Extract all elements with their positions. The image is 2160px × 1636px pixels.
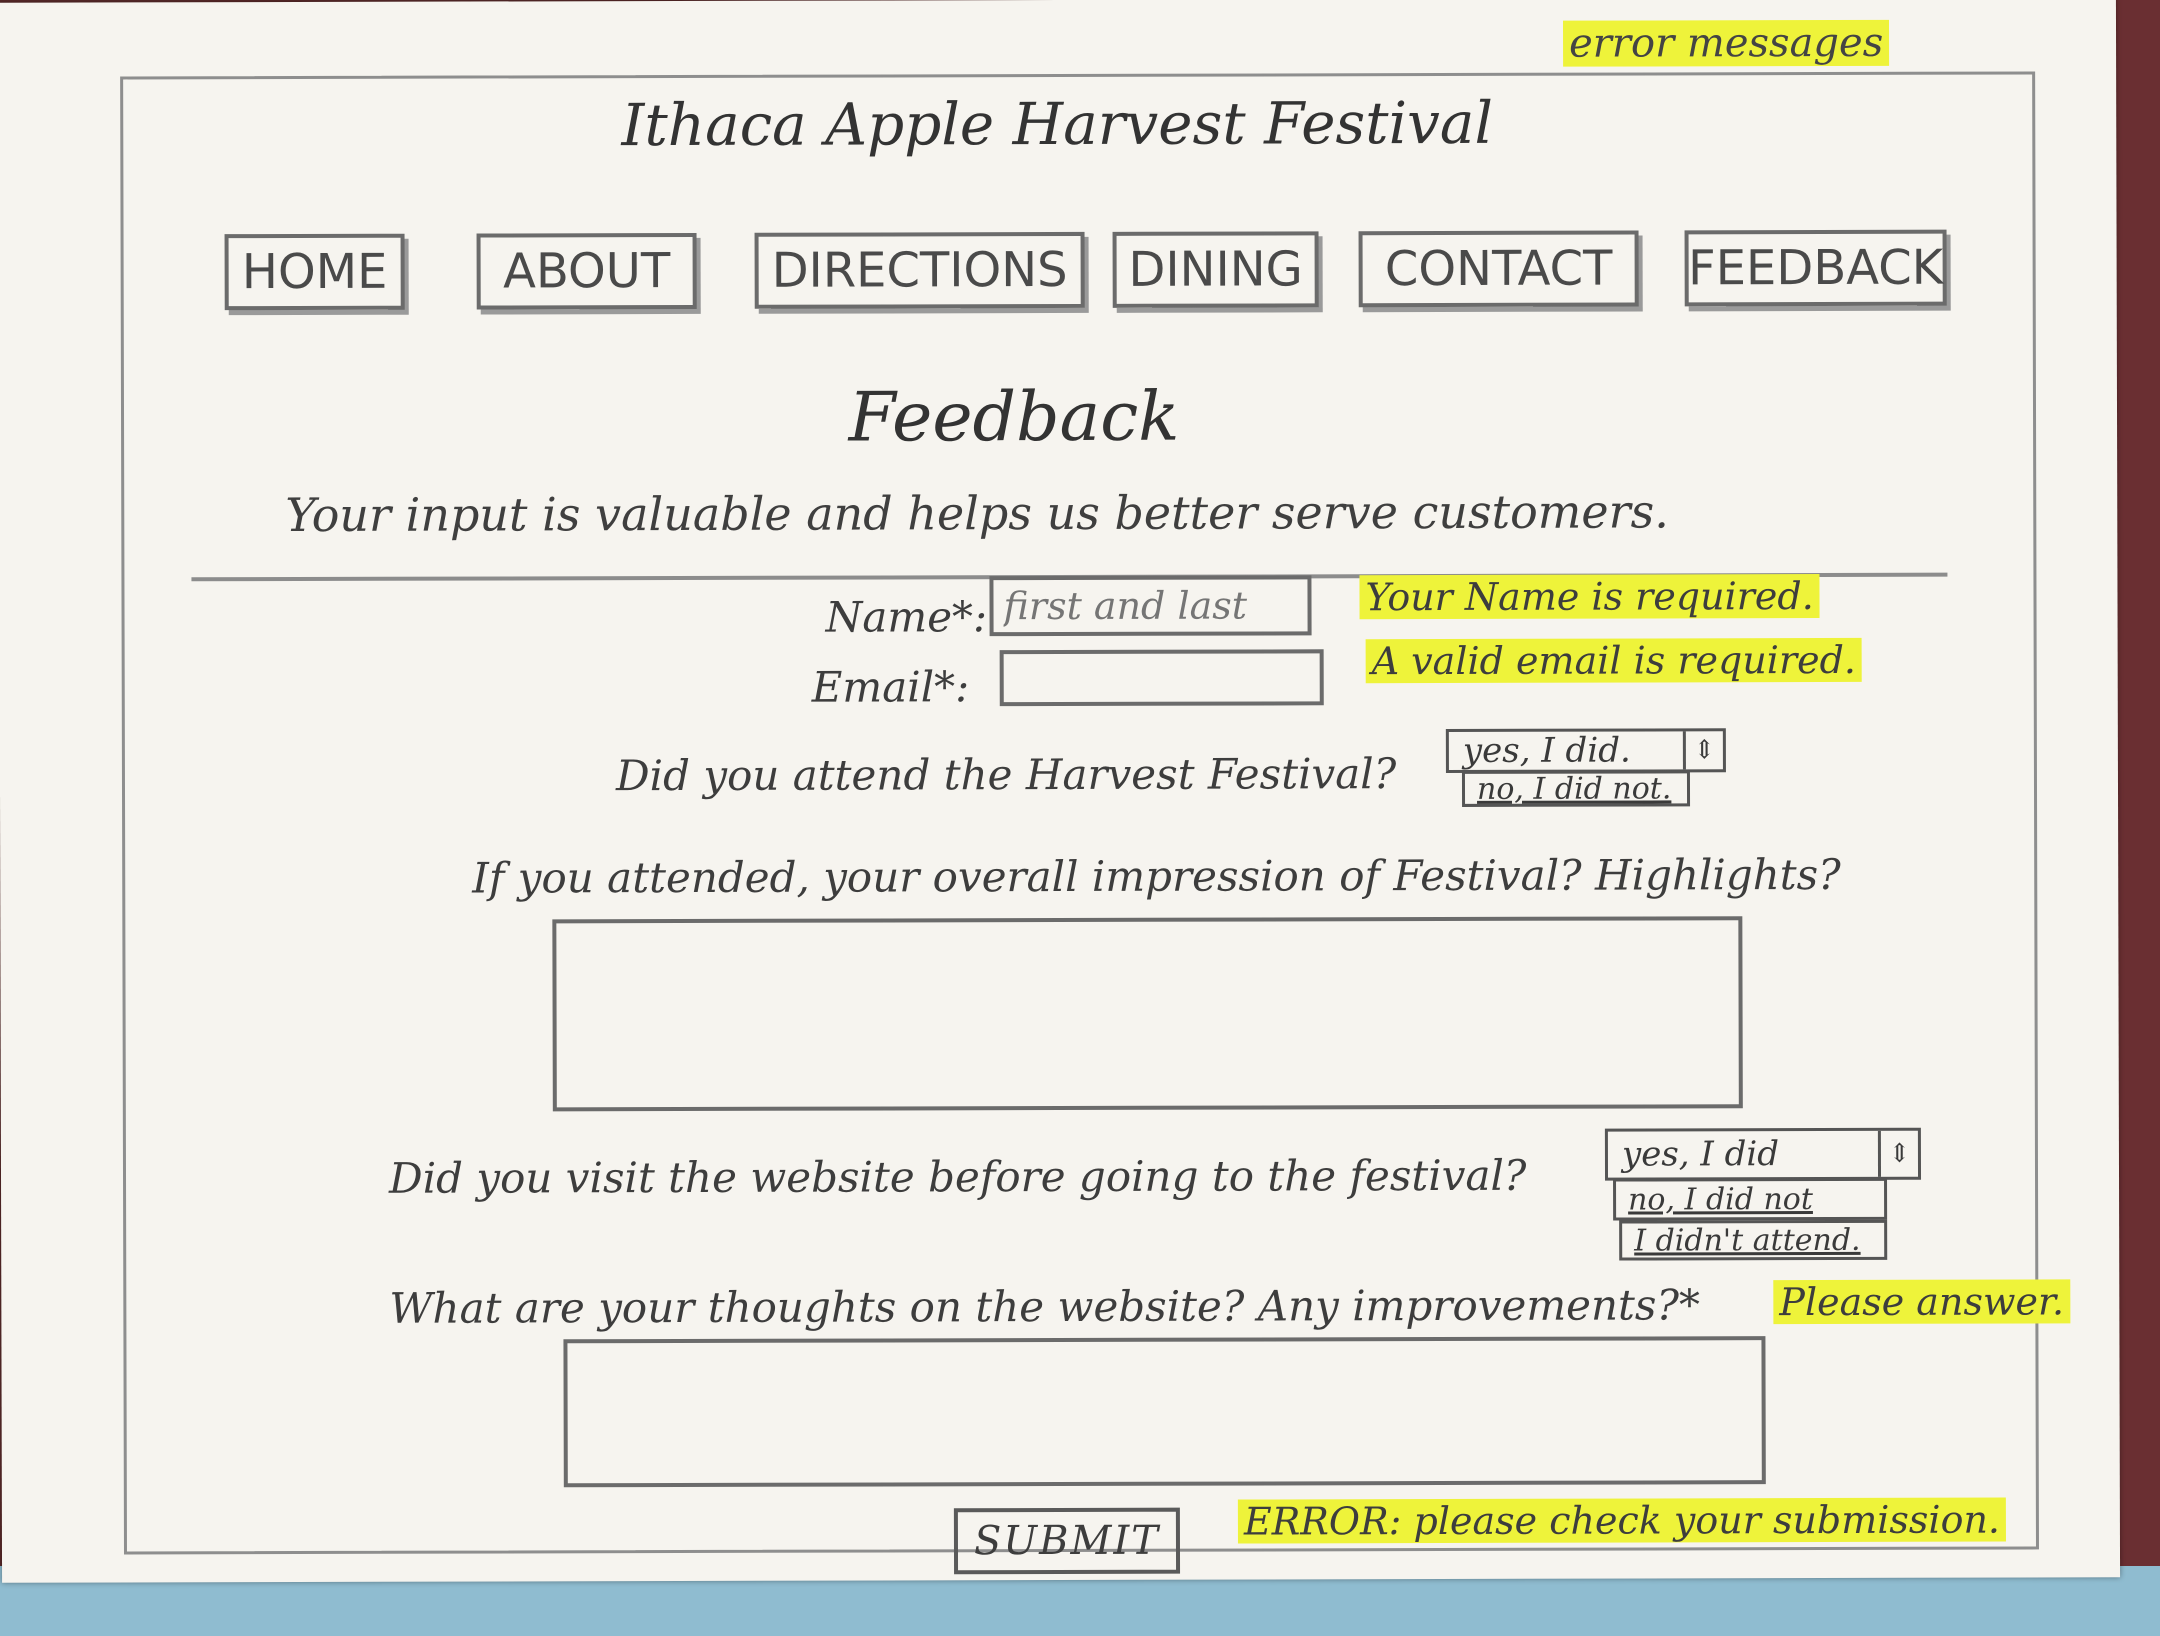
nav-directions[interactable]: DIRECTIONS	[754, 231, 1085, 309]
attend-select[interactable]: yes, I did. ⇕	[1445, 728, 1726, 773]
sketch-paper: error messages Ithaca Apple Harvest Fest…	[0, 0, 2121, 1583]
nav-feedback[interactable]: FEEDBACK	[1684, 229, 1947, 307]
attend-question: Did you attend the Harvest Festival?	[615, 749, 1397, 801]
nav-contact[interactable]: CONTACT	[1358, 230, 1639, 308]
nav-bar: HOME ABOUT DIRECTIONS DINING CONTACT FEE…	[224, 229, 1965, 315]
nav-about[interactable]: ABOUT	[476, 232, 697, 310]
site-title: Ithaca Apple Harvest Festival	[621, 88, 1494, 160]
impression-question: If you attended, your overall impression…	[472, 849, 1841, 903]
select-spinner-icon: ⇕	[1682, 731, 1723, 770]
email-error: A valid email is required.	[1365, 637, 1863, 684]
select-spinner-icon: ⇕	[1877, 1130, 1919, 1177]
name-label: Name*:	[825, 592, 988, 642]
visit-question: Did you visit the website before going t…	[388, 1150, 1527, 1203]
thoughts-question: What are your thoughts on the website? A…	[389, 1280, 1701, 1333]
impression-textarea[interactable]	[552, 916, 1743, 1112]
email-field[interactable]	[999, 649, 1324, 707]
email-label: Email*:	[811, 662, 970, 712]
attend-option[interactable]: no, I did not.	[1461, 770, 1691, 807]
annotation-error-messages: error messages	[1562, 19, 1890, 67]
name-field[interactable]	[989, 575, 1312, 637]
visit-selected-value: yes, I did	[1621, 1134, 1780, 1175]
page-title: Feedback	[848, 377, 1180, 458]
intro-text: Your input is valuable and helps us bett…	[285, 484, 1669, 543]
visit-select[interactable]: yes, I did ⇕	[1604, 1127, 1922, 1181]
submit-button[interactable]: SUBMIT	[953, 1507, 1181, 1575]
thoughts-error: Please answer.	[1773, 1279, 2071, 1325]
visit-option-didnt-attend[interactable]: I didn't attend.	[1619, 1219, 1888, 1261]
nav-dining[interactable]: DINING	[1112, 231, 1319, 308]
thoughts-textarea[interactable]	[563, 1336, 1766, 1488]
nav-home[interactable]: HOME	[224, 233, 405, 311]
name-error: Your Name is required.	[1359, 574, 1820, 620]
submit-error: ERROR: please check your submission.	[1237, 1497, 2007, 1544]
visit-option-no[interactable]: no, I did not	[1613, 1177, 1888, 1221]
annotation-note: error messages	[1562, 19, 1890, 67]
attend-selected-value: yes, I did.	[1462, 730, 1631, 771]
